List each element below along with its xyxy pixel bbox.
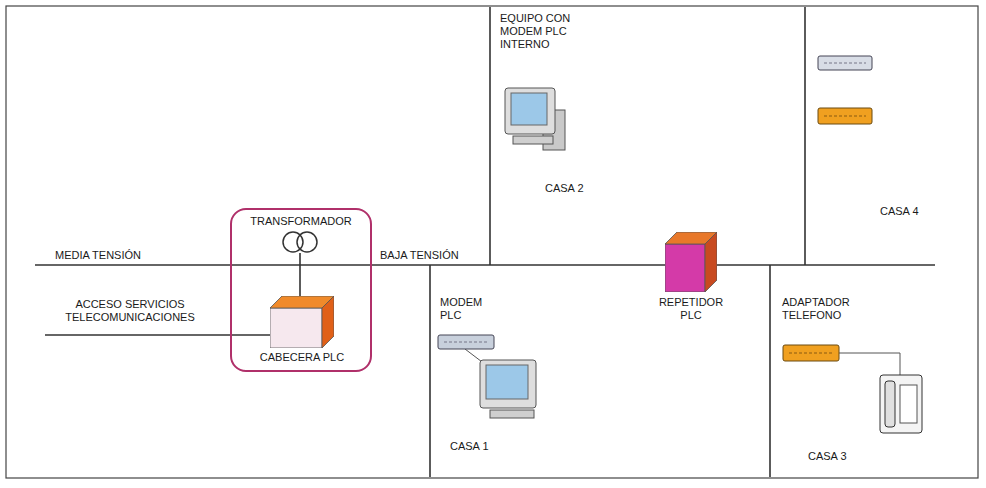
computer — [480, 360, 536, 418]
modem-devices — [818, 56, 872, 124]
adapter-box — [783, 345, 839, 361]
node-label: REPETIDOR PLC — [653, 296, 729, 322]
cube-front — [665, 244, 705, 292]
telephone — [880, 375, 922, 433]
house-label: CASA 3 — [808, 450, 868, 463]
modem-leds — [824, 63, 866, 64]
computer-screen — [511, 93, 547, 125]
adapter-leds — [789, 353, 833, 354]
computer-monitor — [505, 88, 555, 134]
cube-side — [705, 232, 717, 292]
device-label: MODEM PLC — [440, 296, 496, 322]
frame — [6, 6, 978, 478]
transformer-symbol — [283, 232, 317, 252]
phone-keypad — [900, 385, 917, 423]
phone-adapter — [783, 345, 900, 375]
house-branch — [489, 7, 491, 265]
telecom-line — [45, 334, 270, 336]
plc-headend: CABECERA PLC — [257, 296, 347, 364]
bus-line — [717, 264, 935, 266]
house-branch — [769, 265, 771, 477]
house-label: CASA 1 — [450, 440, 510, 453]
bus-line — [372, 264, 665, 266]
plc-repeater: REPETIDOR PLC — [665, 232, 717, 292]
phone-body — [880, 375, 922, 433]
line-label: ACCESO SERVICIOS TELECOMUNICACIONES — [55, 298, 205, 324]
computer-base — [513, 136, 553, 144]
cube-shape — [270, 296, 334, 348]
cube-shape — [665, 232, 717, 292]
modem-leds — [824, 116, 866, 117]
computer — [505, 88, 565, 150]
transformer-coil — [297, 232, 317, 252]
transformer-enclosure: TRANSFORMADOR CABECERA PLC — [230, 208, 372, 372]
house-label: CASA 4 — [880, 205, 940, 218]
computer-base — [490, 410, 534, 418]
modem-leds — [444, 342, 488, 343]
medium-voltage-line — [35, 264, 230, 266]
computer-monitor — [480, 360, 536, 408]
cube-front — [270, 308, 322, 348]
computer-screen — [486, 365, 528, 399]
house-branch — [804, 7, 806, 265]
node-title: TRANSFORMADOR — [232, 210, 370, 228]
line-label: BAJA TENSIÓN — [378, 249, 461, 262]
modem-box — [818, 56, 872, 70]
device-label: EQUIPO CON MODEM PLC INTERNO — [500, 12, 578, 52]
house-branch — [429, 265, 431, 477]
node-label: CABECERA PLC — [257, 351, 347, 364]
cube-side — [322, 296, 334, 348]
house-label: CASA 2 — [545, 182, 605, 195]
line-label: MEDIA TENSIÓN — [55, 249, 195, 262]
modem-box — [438, 335, 494, 349]
device-label: ADAPTADOR TELEFONO — [782, 296, 864, 322]
phone-handset — [885, 381, 895, 427]
cable — [839, 353, 900, 375]
modem-box — [818, 108, 872, 124]
bus-line — [230, 264, 372, 266]
wires — [35, 7, 935, 477]
transformer-link — [299, 253, 301, 298]
